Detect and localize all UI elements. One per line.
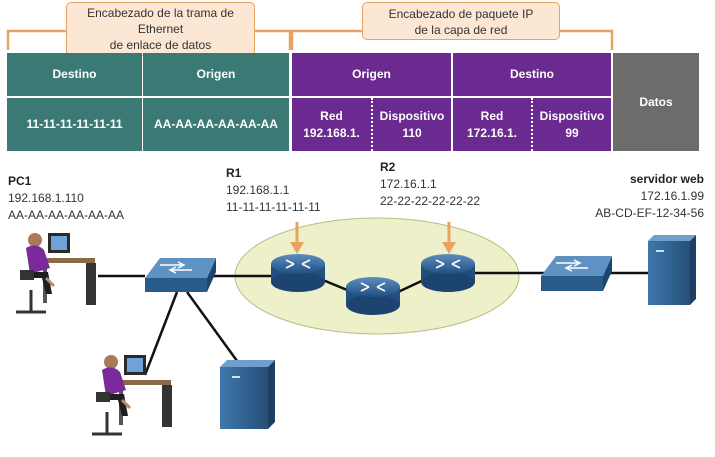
net-label: Red [320, 108, 343, 123]
dev-value: 110 [402, 125, 422, 140]
r2-ip: 172.16.1.1 [380, 177, 437, 191]
switch-icon [541, 256, 612, 291]
webserver-label: servidor web 172.16.1.99 AB-CD-EF-12-34-… [595, 171, 704, 222]
router-r2-icon [421, 254, 475, 292]
arrow-r2-icon [442, 222, 456, 254]
web-server-icon [648, 235, 696, 305]
callout-line: Ethernet [137, 22, 184, 36]
r1-ip: 192.168.1.1 [226, 183, 290, 197]
ip-dest-header: Destino [453, 53, 611, 96]
pc1-mac: AA-AA-AA-AA-AA-AA [8, 208, 125, 222]
router-r3-icon [346, 277, 400, 315]
ethernet-bracket [6, 29, 292, 50]
ip-src-header: Origen [292, 53, 451, 96]
pc1-label: PC1 192.168.1.110 AA-AA-AA-AA-AA-AA [8, 173, 124, 224]
eth-src-header: Origen [143, 53, 289, 96]
ip-src-dev: Dispositivo 110 [371, 98, 451, 151]
ip-dest-dev: Dispositivo 99 [531, 98, 611, 151]
arrow-r1-icon [290, 222, 304, 254]
webserver-ip: 172.16.1.99 [640, 189, 704, 203]
dev-label: Dispositivo [539, 108, 605, 123]
r2-label: R2 172.16.1.1 22-22-22-22-22-22 [380, 159, 480, 210]
data-cell: Datos [613, 53, 699, 151]
pc1-workstation-icon [16, 233, 96, 314]
dev-value: 99 [565, 125, 579, 140]
r2-name: R2 [380, 160, 396, 174]
r1-name: R1 [226, 166, 242, 180]
link-switch-server [185, 291, 242, 366]
callout-line: Encabezado de la trama de [87, 6, 234, 20]
callout-line: de la capa de red [414, 23, 508, 37]
router-r1-icon [271, 254, 325, 292]
ip-dest-net: Red 172.16.1. [453, 98, 531, 151]
r1-label: R1 192.168.1.1 11-11-11-11-11-11 [226, 165, 321, 216]
net-value: 172.16.1. [466, 125, 518, 140]
pc1-name: PC1 [8, 174, 32, 188]
pc1-ip: 192.168.1.110 [8, 191, 84, 205]
ip-bracket [290, 29, 614, 50]
net-label: Red [480, 108, 504, 123]
link-switch-pc2 [143, 291, 179, 376]
r1-mac: 11-11-11-11-11-11 [226, 200, 321, 214]
net-value: 192.168.1. [303, 125, 360, 140]
pc2-workstation-icon [92, 355, 172, 436]
callout-line: de enlace de datos [109, 38, 212, 52]
server-icon [220, 360, 275, 429]
webserver-mac: AB-CD-EF-12-34-56 [595, 206, 704, 220]
switch-icon [145, 258, 216, 292]
r2-mac: 22-22-22-22-22-22 [380, 194, 481, 208]
eth-dest-value: 11-11-11-11-11-11 [7, 98, 142, 151]
ip-src-net: Red 192.168.1. [292, 98, 371, 151]
eth-src-value: AA-AA-AA-AA-AA-AA [143, 98, 289, 151]
webserver-name: servidor web [629, 172, 704, 186]
dev-label: Dispositivo [379, 108, 445, 123]
ethernet-header-callout: Encabezado de la trama de Ethernet de en… [66, 2, 255, 56]
callout-line: Encabezado de paquete IP [388, 7, 534, 21]
eth-dest-header: Destino [7, 53, 142, 96]
ip-header-callout: Encabezado de paquete IP de la capa de r… [362, 2, 560, 40]
